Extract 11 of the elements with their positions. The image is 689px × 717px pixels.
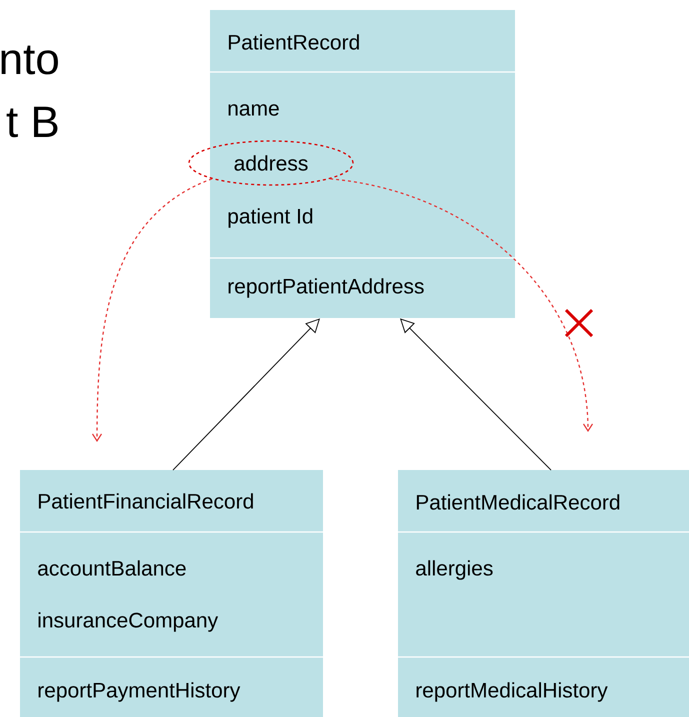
class-box: PatientMedicalRecord allergies reportMedicalHistory (398, 470, 689, 717)
node-label: PatientMedicalRecord (416, 494, 620, 510)
arrow (330, 178, 594, 432)
node-label: reportPatientAddress (228, 278, 424, 298)
node-label: PatientRecord (228, 34, 359, 50)
node-label: reportMedicalHistory (416, 682, 608, 702)
node-label: reportPaymentHistory (38, 682, 240, 702)
slide-text: t B (6, 106, 58, 138)
node-label: PatientFinancialRecord (38, 493, 253, 509)
slide-text: nto (2, 46, 58, 74)
class-box: PatientFinancialRecord accountBalance insuranceCompany reportPaymentHistory (20, 470, 323, 717)
